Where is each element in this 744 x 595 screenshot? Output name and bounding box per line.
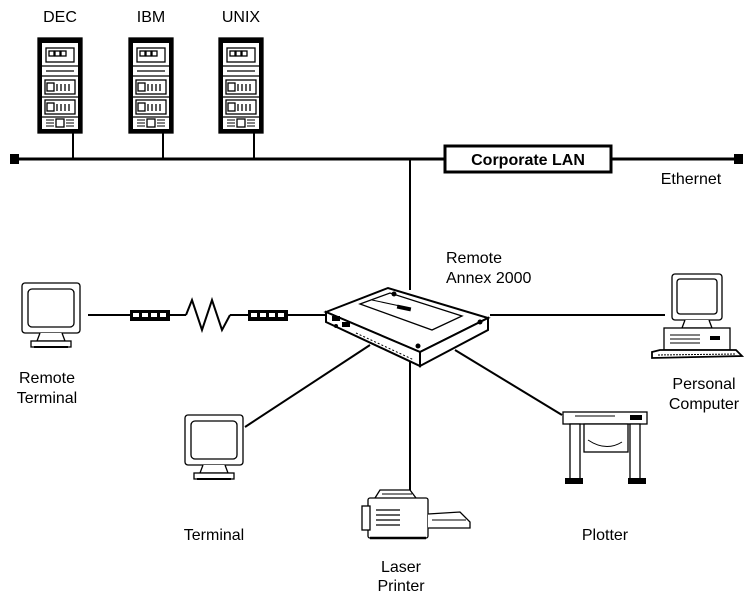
modem-left-icon: [130, 310, 170, 321]
remote-terminal-label-line1: Remote: [19, 370, 75, 387]
phone-line-zigzag: [185, 296, 231, 334]
annex-device-icon: [323, 286, 491, 368]
plotter-label: Plotter: [582, 527, 629, 544]
server-label-unix: UNIX: [222, 9, 261, 26]
terminal-label: Terminal: [184, 527, 244, 544]
terminal-icon: [184, 414, 244, 480]
laser-printer-label-line2: Printer: [377, 578, 425, 595]
lan-terminator-left: [10, 154, 19, 164]
laser-printer-label-line1: Laser: [381, 559, 422, 576]
modem-right-icon: [248, 310, 288, 321]
ethernet-label: Ethernet: [661, 171, 722, 188]
pc-label-line2: Computer: [669, 396, 740, 413]
server-dec-icon: [37, 37, 83, 134]
annex-label-line1: Remote: [446, 250, 502, 267]
lan-terminator-right: [734, 154, 743, 164]
remote-terminal-label-line2: Terminal: [17, 390, 77, 407]
terminal-link: [244, 344, 371, 428]
server-ibm-icon: [128, 37, 174, 134]
remote-terminal-icon: [21, 282, 81, 348]
laser-printer-icon: [361, 489, 471, 540]
annex-label-line2: Annex 2000: [446, 270, 532, 287]
pc-label-line1: Personal: [672, 376, 735, 393]
corporate-lan-label: Corporate LAN: [471, 152, 585, 169]
plotter-icon: [562, 411, 648, 484]
corporate-lan-box: [443, 144, 613, 174]
server-label-dec: DEC: [43, 9, 77, 26]
server-label-ibm: IBM: [137, 9, 165, 26]
plotter-link: [454, 349, 563, 416]
personal-computer-icon: [651, 273, 744, 359]
server-unix-icon: [218, 37, 264, 134]
